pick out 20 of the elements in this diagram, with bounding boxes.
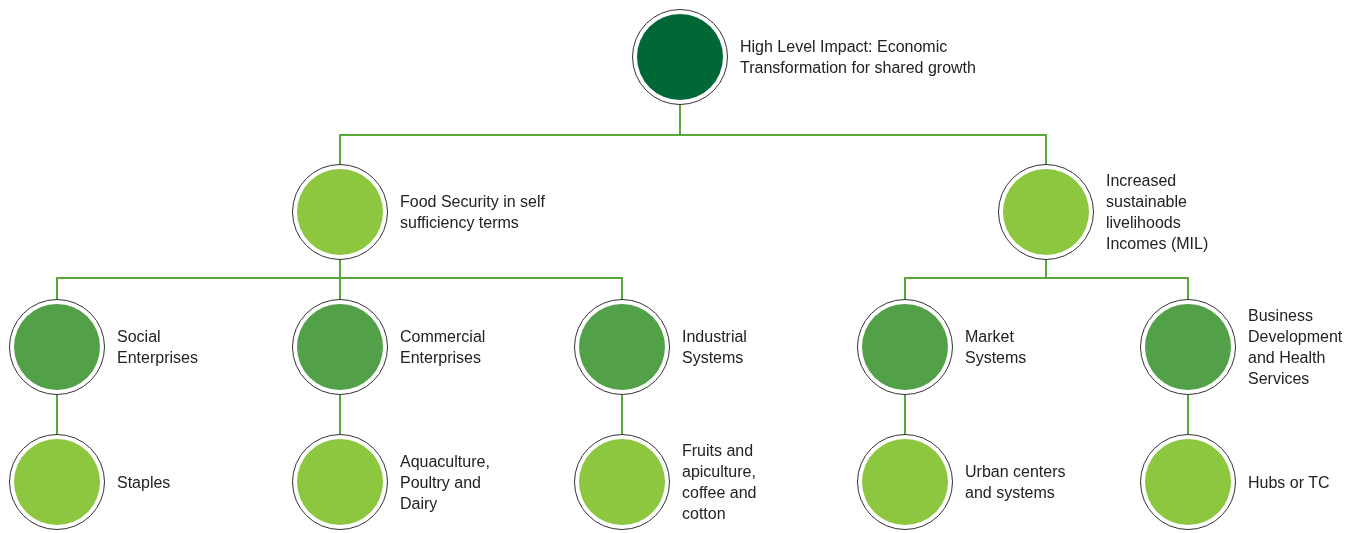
node-label: Urban centers and systems: [965, 462, 1067, 503]
node-label: Business Development and Health Services: [1248, 306, 1344, 389]
node-label: Commercial Enterprises: [400, 327, 487, 368]
connector-line: [1187, 394, 1189, 435]
node-label: Staples: [117, 472, 172, 493]
connector-line: [1045, 259, 1189, 300]
node-label: Food Security in self sufficiency terms: [400, 192, 546, 233]
connector-line: [339, 394, 341, 435]
connector-line: [56, 394, 58, 435]
node-label: Increased sustainable livelihoods Incomes (MIL): [1106, 171, 1210, 254]
node-label: Industrial Systems: [682, 327, 748, 368]
node-label: High Level Impact: Economic Transformation for shared growth: [740, 37, 977, 78]
node-label: Aquaculture, Poultry and Dairy: [400, 451, 491, 514]
node-label: Fruits and apiculture, coffee and cotton: [682, 441, 758, 524]
connector-line: [621, 394, 623, 435]
node-label: Social Enterprises: [117, 327, 199, 368]
node-label: Market Systems: [965, 327, 1028, 368]
connector-line: [904, 394, 906, 435]
node-label: Hubs or TC: [1248, 472, 1331, 493]
connector-line: [339, 259, 623, 300]
